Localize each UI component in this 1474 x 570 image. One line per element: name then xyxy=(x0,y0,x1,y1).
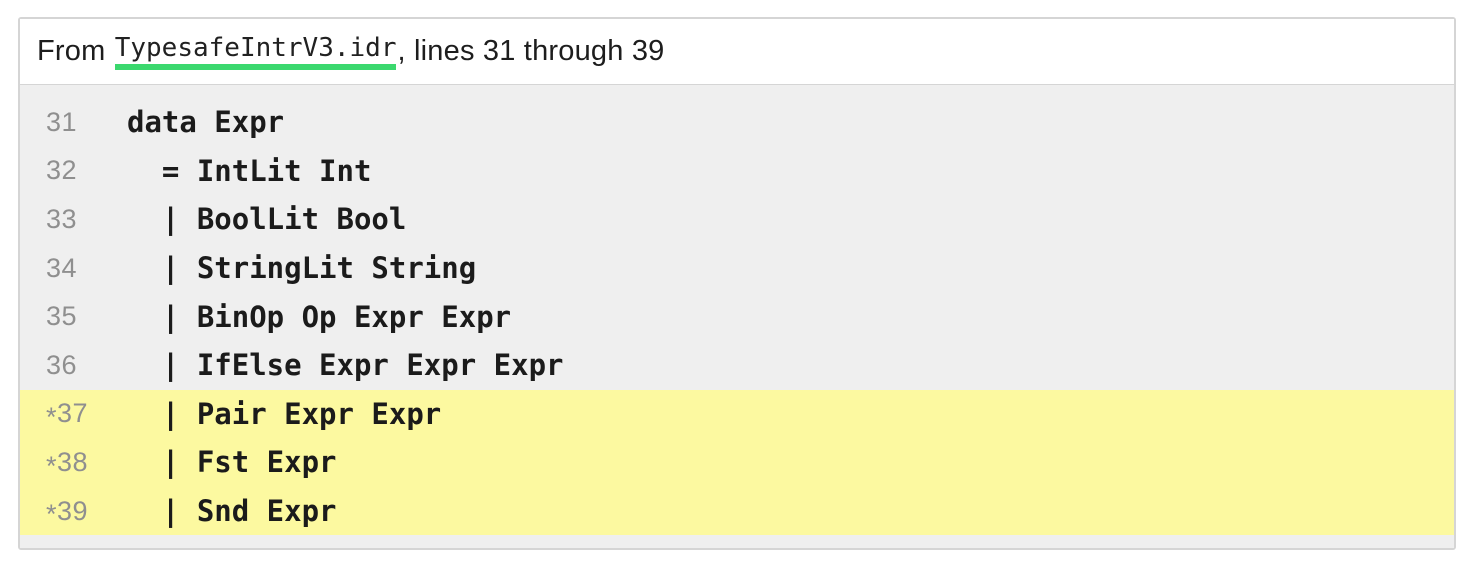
line-number: *39 xyxy=(46,495,89,530)
code-line: *38 | Fst Expr xyxy=(20,438,1454,487)
code-text: = IntLit Int xyxy=(127,153,372,188)
changed-line-marker: * xyxy=(46,499,58,530)
header-suffix: , lines 31 through 39 xyxy=(397,35,665,67)
code-text: | Fst Expr xyxy=(127,445,337,480)
code-line: *39 | Snd Expr xyxy=(20,486,1454,536)
code-text: | IfElse Expr Expr Expr xyxy=(127,348,564,383)
code-text: | Pair Expr Expr xyxy=(127,396,442,431)
line-number: 33 xyxy=(46,203,78,234)
code-line: 33 | BoolLit Bool xyxy=(20,195,1454,244)
line-number: 32 xyxy=(46,155,78,186)
line-number: *38 xyxy=(46,446,89,481)
code-line: 35 | BinOp Op Expr Expr xyxy=(20,292,1454,341)
code-text: | Snd Expr xyxy=(127,494,337,529)
header-prefix: From xyxy=(37,35,114,67)
code-text: | BinOp Op Expr Expr xyxy=(127,299,512,334)
code-text: | BoolLit Bool xyxy=(127,202,407,237)
code-line: 32 = IntLit Int xyxy=(20,147,1454,196)
line-number: *37 xyxy=(46,398,89,433)
snippet-header: From TypesafeIntrV3.idr, lines 31 throug… xyxy=(20,19,1454,85)
code-block: 31 data Expr 32 = IntLit Int 33 | BoolLi… xyxy=(20,85,1454,549)
line-number: 34 xyxy=(46,252,78,283)
code-snippet-card: From TypesafeIntrV3.idr, lines 31 throug… xyxy=(18,17,1456,551)
line-number: 36 xyxy=(46,349,78,380)
changed-line-marker: * xyxy=(46,402,58,433)
code-line: 34 | StringLit String xyxy=(20,244,1454,293)
code-text: | StringLit String xyxy=(127,251,477,286)
code-line: 36 | IfElse Expr Expr Expr xyxy=(20,341,1454,390)
changed-line-marker: * xyxy=(46,450,58,481)
code-line: *37 | Pair Expr Expr xyxy=(20,389,1454,439)
code-text: data Expr xyxy=(127,105,285,140)
code-line: 31 data Expr xyxy=(20,98,1454,147)
line-number: 31 xyxy=(46,106,78,137)
line-number: 35 xyxy=(46,301,78,332)
filename: TypesafeIntrV3.idr xyxy=(114,33,397,70)
